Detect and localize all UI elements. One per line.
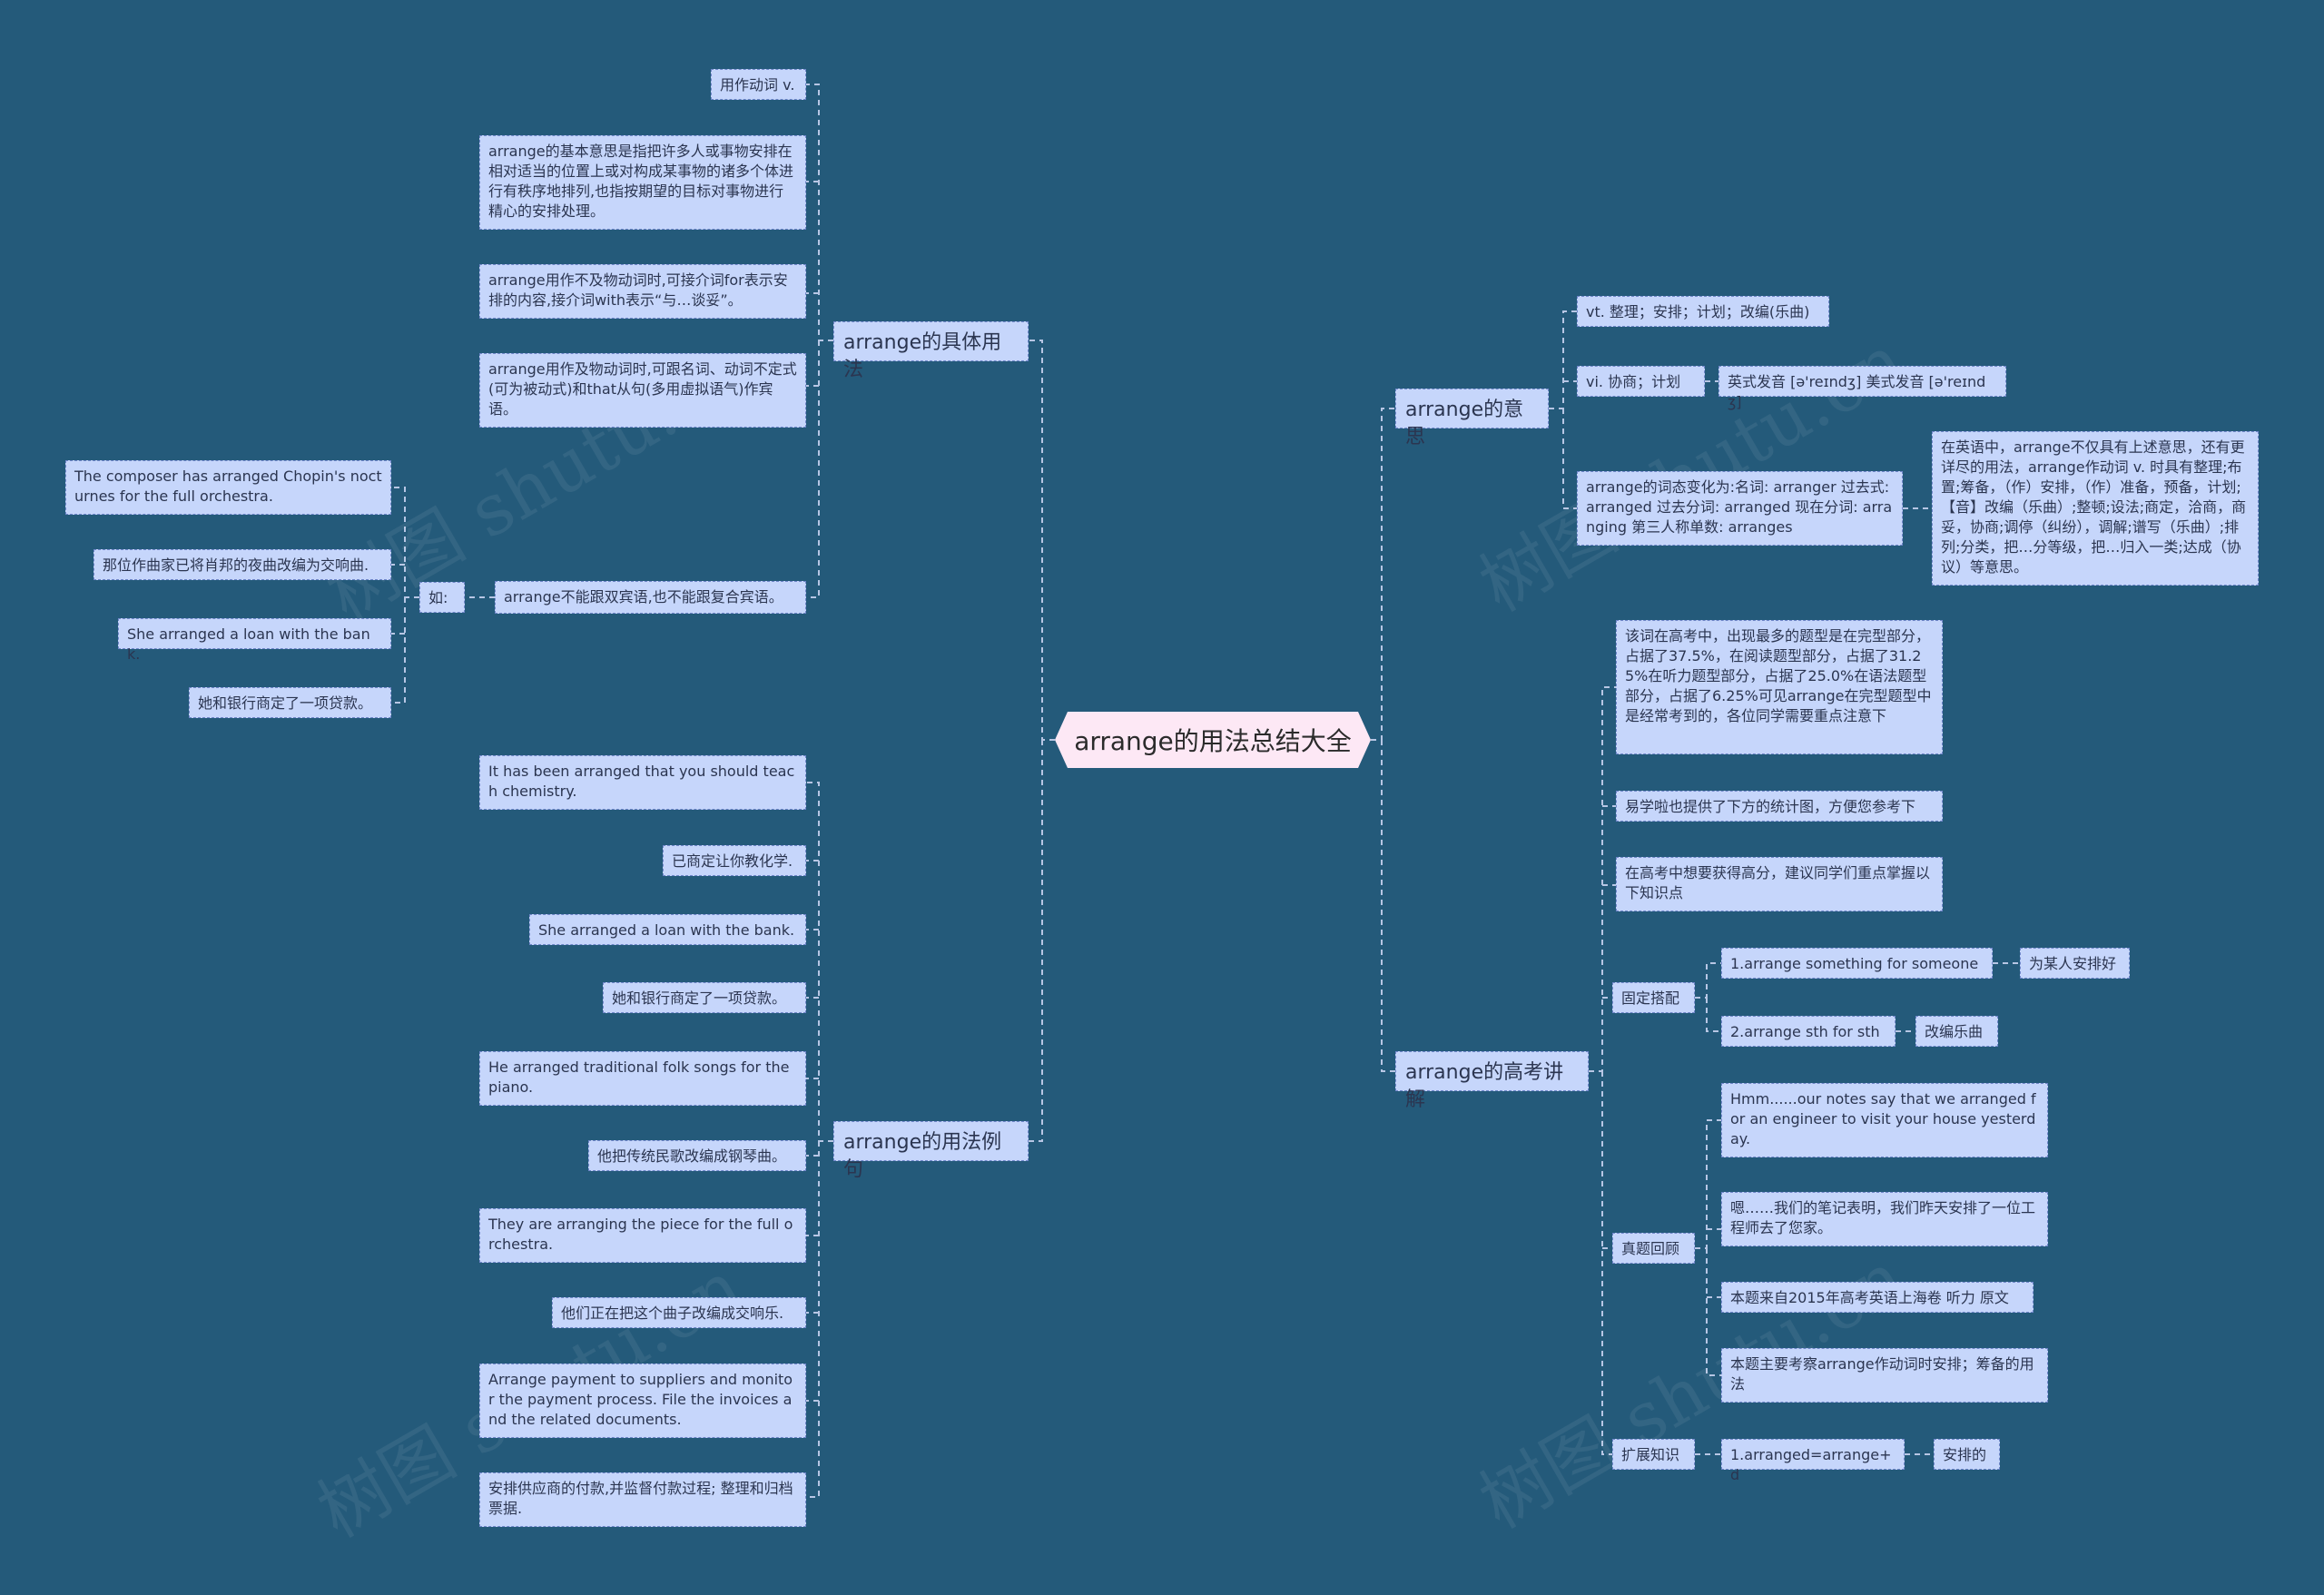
review-item[interactable]: 本题来自2015年高考英语上海卷 听力 原文 [1721, 1282, 2034, 1313]
branch-usage[interactable]: arrange的具体用法 [833, 321, 1029, 381]
sentence-item[interactable]: She arranged a loan with the bank. [529, 914, 806, 945]
review-label[interactable]: 真题回顾 [1612, 1233, 1695, 1264]
root-node[interactable]: arrange的用法总结大全 [1055, 712, 1371, 768]
sentence-item[interactable]: 已商定让你教化学. [663, 845, 806, 876]
exam-stats[interactable]: 该词在高考中，出现最多的题型是在完型部分，占据了37.5%，在阅读题型部分，占据… [1616, 620, 1943, 754]
usage-item[interactable]: arrange用作不及物动词时,可接介词for表示安排的内容,接介词with表示… [479, 264, 806, 319]
fixed-meaning[interactable]: 为某人安排好 [2020, 948, 2130, 979]
usage-example[interactable]: The composer has arranged Chopin's noctu… [65, 460, 391, 515]
sentence-item[interactable]: It has been arranged that you should tea… [479, 755, 806, 810]
meaning-forms[interactable]: arrange的词态变化为:名词: arranger 过去式: arranged… [1577, 471, 1903, 546]
sentence-item[interactable]: 安排供应商的付款,并监督付款过程; 整理和归档票据. [479, 1472, 806, 1527]
usage-example[interactable]: 那位作曲家已将肖邦的夜曲改编为交响曲. [94, 549, 391, 580]
sentence-item[interactable]: 她和银行商定了一项贷款。 [603, 982, 806, 1013]
sentence-item[interactable]: Arrange payment to suppliers and monitor… [479, 1364, 806, 1438]
exam-advice[interactable]: 在高考中想要获得高分，建议同学们重点掌握以下知识点 [1616, 857, 1943, 911]
extend-meaning[interactable]: 安排的 [1934, 1439, 2000, 1470]
meaning-vi[interactable]: vi. 协商；计划 [1577, 366, 1705, 397]
extend-label[interactable]: 扩展知识 [1612, 1439, 1695, 1470]
sentence-item[interactable]: He arranged traditional folk songs for t… [479, 1051, 806, 1106]
sentence-item[interactable]: They are arranging the piece for the ful… [479, 1208, 806, 1263]
exam-chart-note[interactable]: 易学啦也提供了下方的统计图，方便您参考下 [1616, 791, 1943, 822]
sentence-item[interactable]: 他们正在把这个曲子改编成交响乐. [552, 1297, 806, 1328]
sentence-item[interactable]: 他把传统民歌改编成钢琴曲。 [588, 1140, 806, 1171]
fixed-phrase[interactable]: 1.arrange something for someone [1721, 948, 1993, 979]
branch-sentences[interactable]: arrange的用法例句 [833, 1121, 1029, 1181]
review-item[interactable]: 本题主要考察arrange作动词时安排；筹备的用法 [1721, 1348, 2048, 1403]
ru-label[interactable]: 如: [419, 582, 465, 613]
usage-item[interactable]: arrange不能跟双宾语,也不能跟复合宾语。 [495, 581, 806, 614]
extend-phrase[interactable]: 1.arranged=arrange+d [1721, 1439, 1905, 1483]
usage-example[interactable]: 她和银行商定了一项贷款。 [189, 687, 391, 718]
usage-item[interactable]: arrange用作及物动词时,可跟名词、动词不定式(可为被动式)和that从句(… [479, 353, 806, 428]
usage-item[interactable]: 用作动词 v. [711, 69, 806, 100]
usage-example[interactable]: She arranged a loan with the bank. [118, 618, 391, 663]
meaning-vt[interactable]: vt. 整理；安排；计划；改编(乐曲) [1577, 296, 1829, 327]
branch-meaning[interactable]: arrange的意思 [1395, 389, 1549, 448]
meaning-detail[interactable]: 在英语中，arrange不仅具有上述意思，还有更详尽的用法，arrange作动词… [1932, 431, 2259, 586]
usage-item[interactable]: arrange的基本意思是指把许多人或事物安排在相对适当的位置上或对构成某事物的… [479, 135, 806, 230]
fixed-phrase[interactable]: 2.arrange sth for sth [1721, 1016, 1896, 1047]
review-item[interactable]: Hmm......our notes say that we arranged … [1721, 1083, 2048, 1157]
fixed-label[interactable]: 固定搭配 [1612, 982, 1695, 1013]
review-item[interactable]: 嗯……我们的笔记表明，我们昨天安排了一位工程师去了您家。 [1721, 1192, 2048, 1246]
branch-exam[interactable]: arrange的高考讲解 [1395, 1051, 1589, 1111]
fixed-meaning[interactable]: 改编乐曲 [1915, 1016, 1998, 1047]
meaning-pronunciation[interactable]: 英式发音 [ə'reɪndʒ] 美式发音 [ə'reɪndʒ] [1718, 366, 2006, 410]
